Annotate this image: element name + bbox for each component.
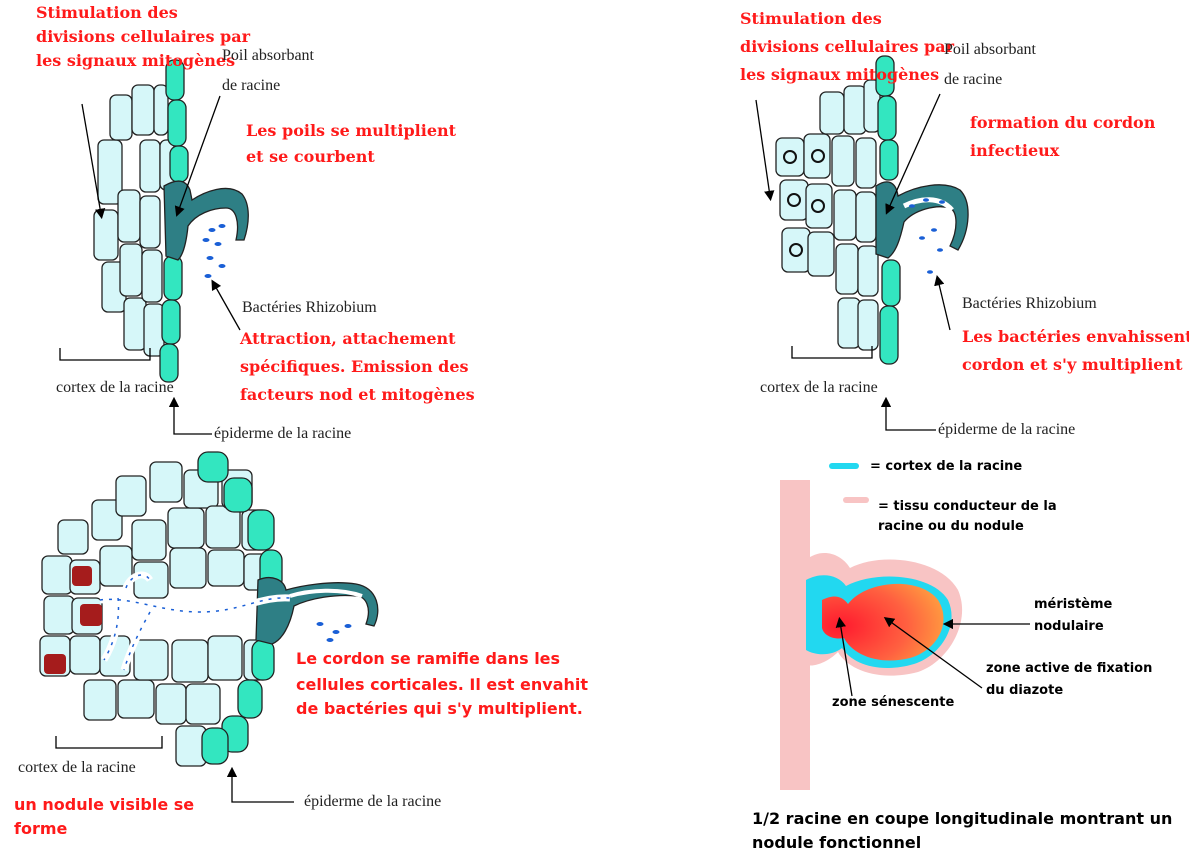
- envahissent-label: Les bactéries envahissent le cordon et s…: [962, 327, 1189, 374]
- poils-multiplient-label: Les poils se multiplient et se courbent: [246, 121, 462, 166]
- formation-label: formation du cordon infectieux: [970, 113, 1161, 160]
- epiderme-label: épiderme de la racine: [938, 421, 1075, 438]
- bacteries-arrow: [938, 280, 950, 330]
- epiderme-arrow: [232, 772, 294, 802]
- panel-bottom-left: Le cordon se ramifie dans les cellules c…: [14, 452, 594, 838]
- epiderme-label: épiderme de la racine: [304, 793, 441, 810]
- root-hair: [256, 578, 378, 644]
- zone-senescente-label: zone sénescente: [832, 695, 954, 710]
- zone-active-label: zone active de fixation du diazote: [986, 661, 1157, 698]
- bacteries-arrow: [214, 284, 240, 330]
- caption: 1/2 racine en coupe longitudinale montra…: [752, 809, 1178, 852]
- panel-top-left: Stimulation des divisions cellulaires pa…: [36, 3, 475, 442]
- attraction-label: Attraction, attachement spécifiques. Emi…: [239, 329, 475, 404]
- panel-bottom-right: = cortex de la racine = tissu conducteur…: [752, 459, 1178, 852]
- root-hair: [164, 181, 248, 260]
- bacteria-group: [317, 622, 352, 642]
- root-hair: [876, 182, 968, 258]
- cortex-label: cortex de la racine: [56, 379, 174, 396]
- epiderme-arrow: [174, 402, 212, 434]
- poil-label: Poil absorbant de racine: [222, 47, 318, 94]
- meristeme-label: méristème nodulaire: [1034, 597, 1117, 634]
- legend-cortex-label: = cortex de la racine: [870, 459, 1022, 474]
- bacteries-label: Bactéries Rhizobium: [242, 299, 377, 316]
- ramifie-label: Le cordon se ramifie dans les cellules c…: [296, 649, 594, 718]
- cortex-label: cortex de la racine: [18, 759, 136, 776]
- cortex-bracket: [56, 736, 162, 748]
- nodule-label: un nodule visible se forme: [14, 795, 200, 838]
- bacteria-group: [203, 224, 226, 278]
- root-conductive-tissue: [780, 480, 810, 790]
- stimulation-label: Stimulation des divisions cellulaires pa…: [740, 9, 960, 84]
- cortex-label: cortex de la racine: [760, 379, 878, 396]
- epiderme-label: épiderme de la racine: [214, 425, 351, 442]
- bacteries-label: Bactéries Rhizobium: [962, 295, 1097, 312]
- poil-label: Poil absorbant de racine: [944, 41, 1040, 88]
- panel-top-right: Stimulation des divisions cellulaires pa…: [740, 9, 1189, 438]
- stimulation-arrow: [756, 100, 770, 196]
- cortex-cells: [776, 80, 880, 350]
- legend-tissu-label: = tissu conducteur de la racine ou du no…: [878, 499, 1061, 534]
- epiderme-arrow: [886, 402, 936, 430]
